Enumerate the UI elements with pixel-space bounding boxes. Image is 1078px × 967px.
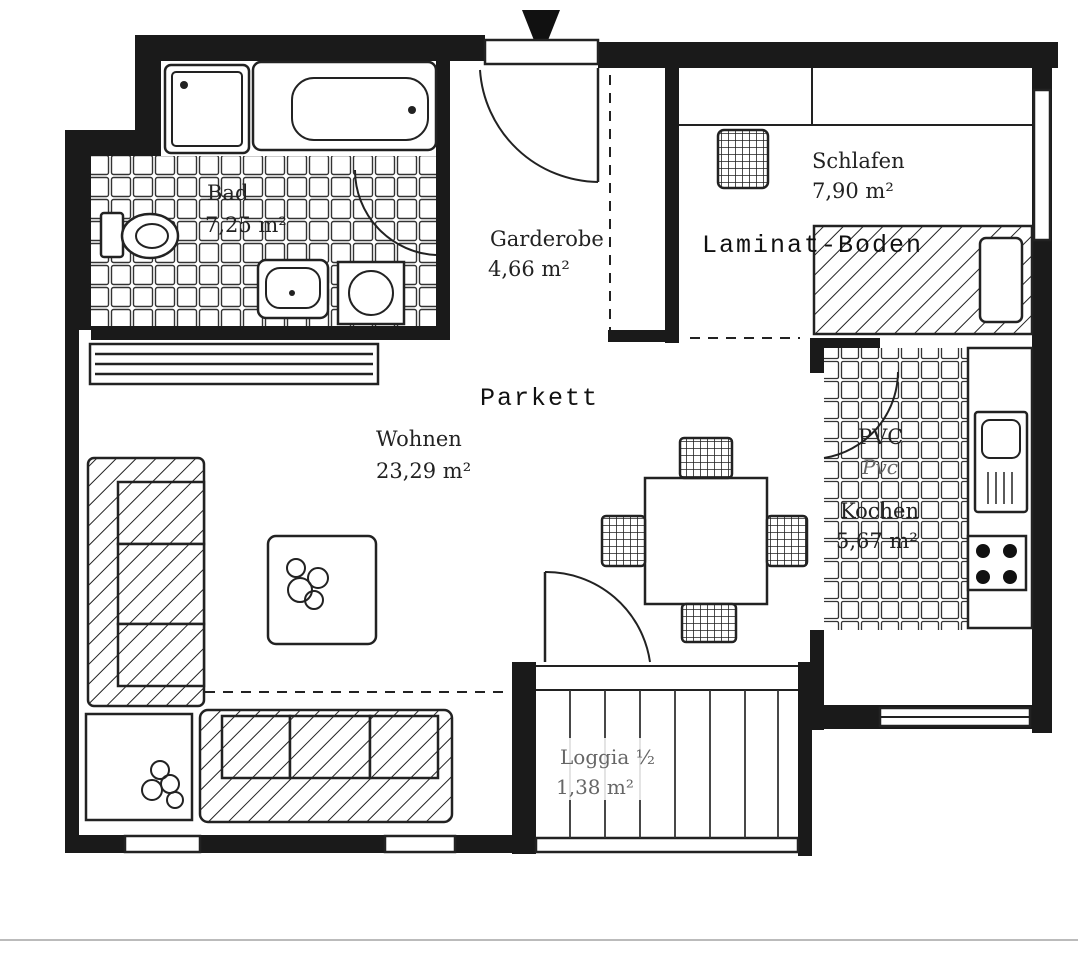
stove-icon <box>966 534 1028 592</box>
floor-pvc-handwritten: Pvc <box>861 455 898 479</box>
plant-icon <box>141 760 184 809</box>
washing-machine-icon <box>336 260 406 326</box>
sofa-left <box>86 456 206 708</box>
garderobe: Garderobe 4,66 m² <box>479 38 611 330</box>
room-area-garderobe: 4,66 m² <box>488 257 570 281</box>
room-area-schlafen: 7,90 m² <box>812 179 894 203</box>
sink-icon <box>256 258 330 320</box>
floor-pvc: PVC <box>858 425 903 449</box>
bathroom: Bad 7,25 m² <box>91 60 438 326</box>
dining-table <box>600 436 809 644</box>
room-area-wohnen: 23,29 m² <box>376 459 471 483</box>
entrance-arrow <box>522 10 560 58</box>
room-name-schlafen: Schlafen <box>812 149 905 173</box>
room-name-loggia: Loggia ½ <box>560 745 655 769</box>
room-name-kochen: Kochen <box>840 499 919 523</box>
windows <box>123 88 1052 854</box>
kitchen-sink-icon <box>973 410 1029 514</box>
schlafen: Schlafen 7,90 m² Laminat-Boden <box>679 68 1034 339</box>
wohnen: Wohnen 23,29 m² Parkett <box>84 342 809 824</box>
room-name-wohnen: Wohnen <box>376 427 462 451</box>
room-name-bad: Bad <box>207 181 248 205</box>
flower-icon <box>286 558 329 610</box>
toilet-icon <box>99 211 180 260</box>
room-area-loggia: 1,38 m² <box>556 775 634 799</box>
room-area-kochen: 5,67 m² <box>836 529 918 553</box>
room-area-bad: 7,25 m² <box>205 213 287 237</box>
kochen: Kochen 5,67 m² PVC Pvc <box>823 346 1034 705</box>
room-name-garderobe: Garderobe <box>490 227 604 251</box>
loggia: Loggia ½ 1,38 m² <box>536 665 798 838</box>
floor-parkett: Parkett <box>480 384 599 413</box>
walls <box>65 35 1058 856</box>
floor-laminat: Laminat-Boden <box>702 231 923 260</box>
sofa-bottom <box>198 708 454 824</box>
